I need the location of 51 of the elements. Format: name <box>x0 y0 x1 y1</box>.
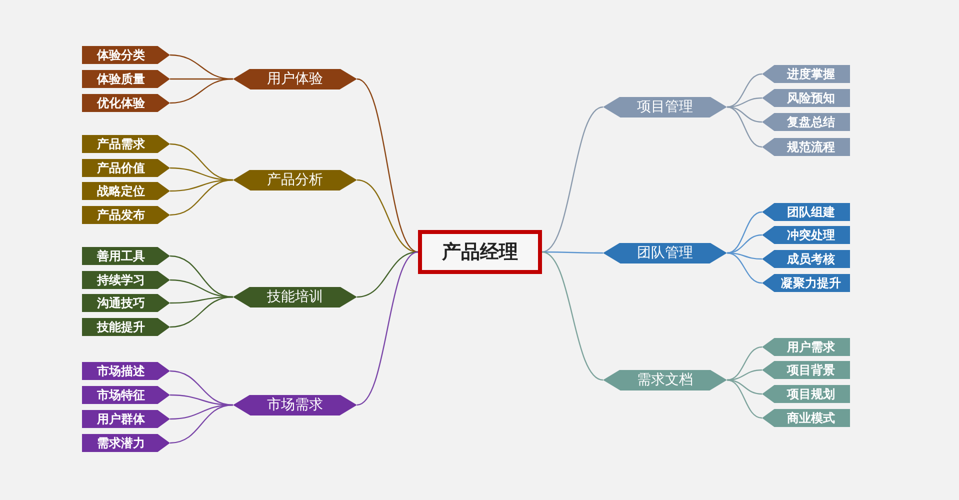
connector-curve <box>170 370 234 406</box>
subtopic-tag: 用户群体 <box>82 410 170 428</box>
subtopic-tag: 商业模式 <box>762 409 850 427</box>
connector-curve <box>726 106 762 148</box>
connector-curve <box>726 252 762 284</box>
connector-curve <box>356 179 418 253</box>
connector-curve <box>170 296 234 328</box>
subtopic-tag: 优化体验 <box>82 94 170 112</box>
subtopic-tag: 市场特征 <box>82 386 170 404</box>
connector-curve <box>170 404 234 444</box>
subtopic-tag: 持续学习 <box>82 271 170 289</box>
subtopic-tag: 战略定位 <box>82 182 170 200</box>
connector-curve <box>356 78 418 253</box>
subtopic-tag: 产品发布 <box>82 206 170 224</box>
connector-curve <box>726 379 762 395</box>
subtopic-tag: 技能提升 <box>82 318 170 336</box>
connector-curve <box>170 143 234 181</box>
subtopic-tag: 产品需求 <box>82 135 170 153</box>
connector-curve <box>542 251 603 254</box>
subtopic-tag: 规范流程 <box>762 138 850 156</box>
central-topic-box: 产品经理 <box>418 230 542 274</box>
connector-curve <box>170 78 234 104</box>
connector-curve <box>170 179 234 216</box>
connector-curve <box>542 106 604 253</box>
connector-curve <box>726 73 762 108</box>
subtopic-tag: 沟通技巧 <box>82 294 170 312</box>
connector-curve <box>356 251 418 298</box>
connector-curve <box>542 251 604 381</box>
connector-curve <box>726 379 762 419</box>
connector-curve <box>726 234 762 254</box>
subtopic-tag: 需求潜力 <box>82 434 170 452</box>
subtopic-tag: 善用工具 <box>82 247 170 265</box>
connector-curve <box>726 211 762 254</box>
subtopic-tag: 成员考核 <box>762 250 850 268</box>
subtopic-tag: 项目背景 <box>762 361 850 379</box>
connector-curve <box>726 346 762 381</box>
subtopic-tag: 复盘总结 <box>762 113 850 131</box>
connector-curve <box>356 251 418 406</box>
subtopic-tag: 体验质量 <box>82 70 170 88</box>
connector-curve <box>726 106 762 123</box>
subtopic-tag: 项目规划 <box>762 385 850 403</box>
subtopic-tag: 团队组建 <box>762 203 850 221</box>
subtopic-tag: 市场描述 <box>82 362 170 380</box>
subtopic-tag: 风险预知 <box>762 89 850 107</box>
connector-curve <box>170 255 234 298</box>
subtopic-tag: 用户需求 <box>762 338 850 356</box>
subtopic-tag: 产品价值 <box>82 159 170 177</box>
subtopic-tag: 体验分类 <box>82 46 170 64</box>
subtopic-tag: 进度掌握 <box>762 65 850 83</box>
subtopic-tag: 冲突处理 <box>762 226 850 244</box>
subtopic-tag: 凝聚力提升 <box>762 274 850 292</box>
